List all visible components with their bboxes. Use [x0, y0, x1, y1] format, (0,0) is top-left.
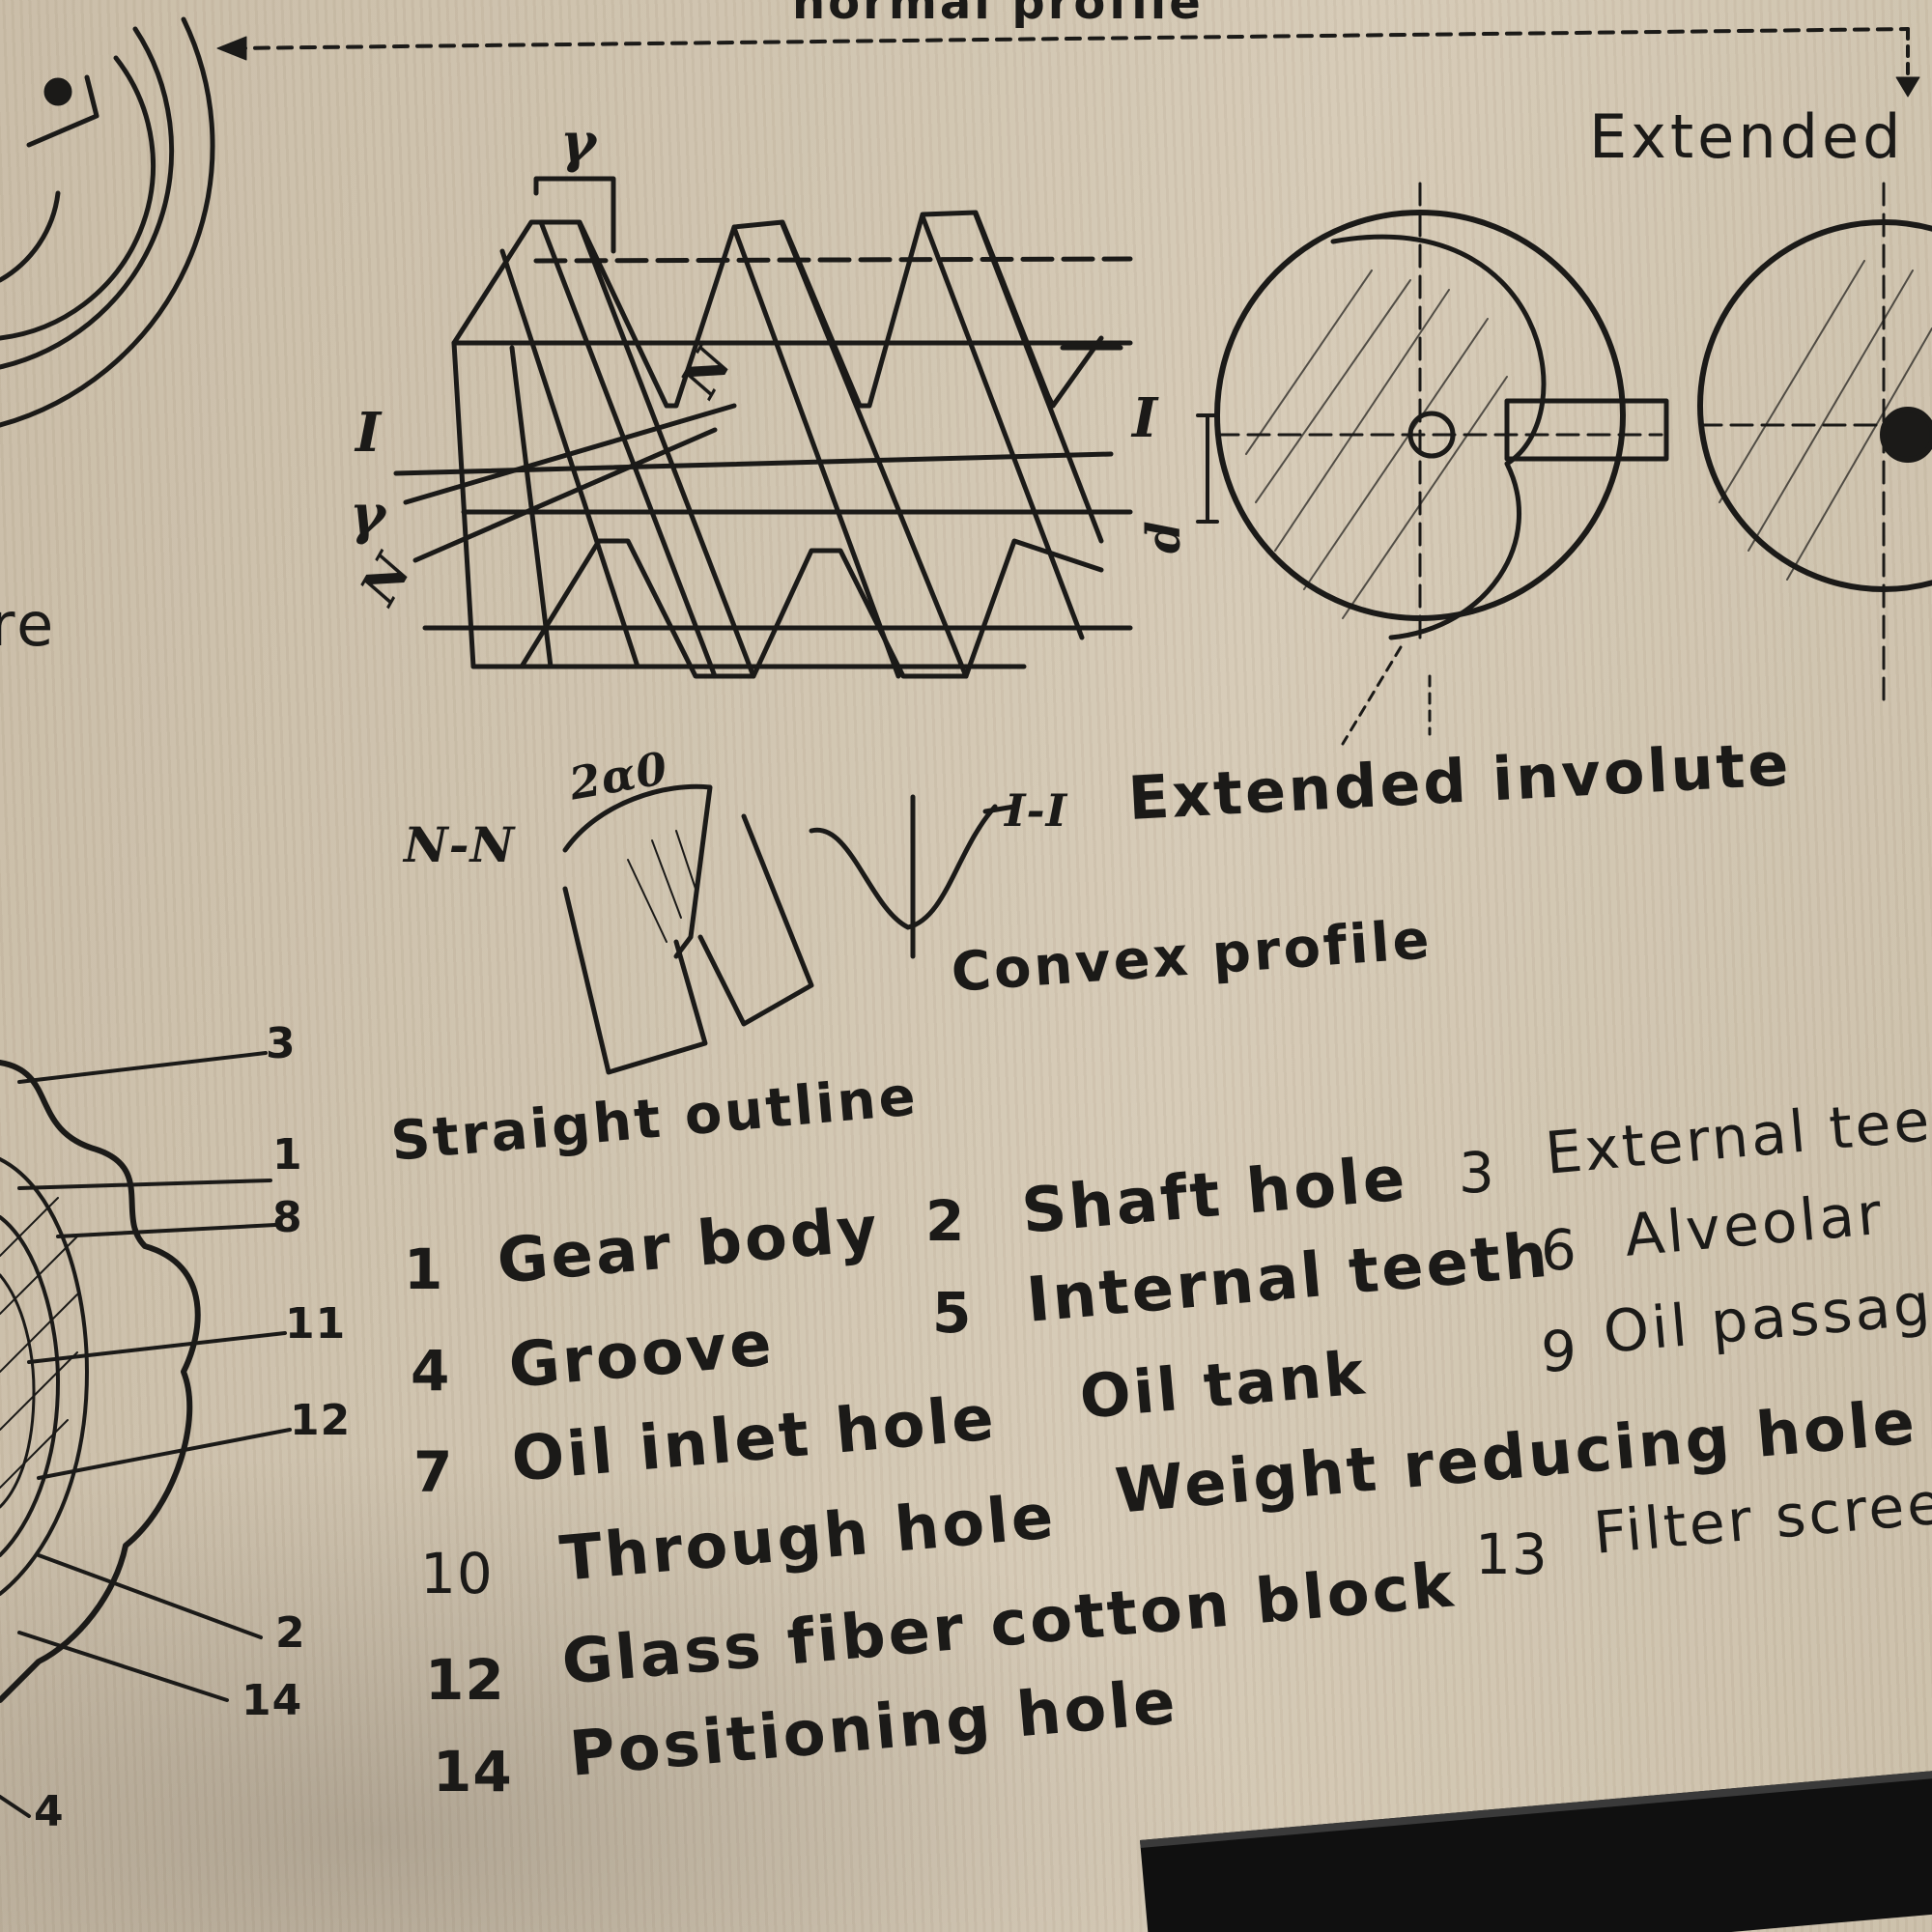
legend-number: 10 — [420, 1541, 494, 1606]
involute-cross-section — [1196, 182, 1669, 746]
gamma-top-label: γ — [560, 111, 597, 175]
section-n-n-label: N-N — [404, 816, 516, 873]
callout-14: 14 — [242, 1676, 303, 1725]
legend-number: 7 — [413, 1439, 454, 1505]
callout-2: 2 — [275, 1608, 306, 1658]
right-cross-section — [1697, 182, 1932, 707]
section-i-i-drawing — [809, 794, 1017, 959]
top-left-gear-drawing — [0, 16, 215, 428]
extended-heading: Extended i — [1589, 101, 1932, 172]
callout-12: 12 — [290, 1396, 352, 1445]
d-label: d — [1137, 520, 1191, 554]
callout-3: 3 — [266, 1019, 297, 1068]
section-n-n-drawing — [562, 783, 814, 1075]
callout-11: 11 — [285, 1299, 347, 1349]
legend-number: 4 — [411, 1338, 451, 1404]
legend-number: 2 — [925, 1188, 966, 1254]
legend-number: 6 — [1541, 1217, 1577, 1283]
legend-number: 12 — [425, 1647, 505, 1713]
worm-thread-drawing — [393, 176, 1133, 679]
left-edge-text: re — [0, 589, 57, 660]
gamma-left-label: γ — [350, 483, 386, 547]
shadow — [0, 1449, 1256, 1932]
i-right-label: I — [1132, 386, 1159, 450]
top-heading: normal profile — [792, 0, 1204, 30]
bottom-left-gear-drawing — [0, 1051, 292, 1818]
dashed-arrow-line — [216, 27, 1920, 98]
legend-number: 13 — [1475, 1521, 1548, 1587]
callout-4: 4 — [34, 1787, 65, 1836]
legend-number: 3 — [1459, 1140, 1495, 1206]
legend-number: 9 — [1541, 1319, 1577, 1384]
legend-number: 14 — [433, 1739, 513, 1804]
legend-number: 1 — [404, 1236, 444, 1302]
callout-8: 8 — [272, 1193, 303, 1242]
section-i-i-label: I-I — [1005, 784, 1068, 837]
legend-number: 5 — [932, 1280, 973, 1346]
i-left-label: I — [355, 401, 383, 465]
callout-1: 1 — [272, 1130, 303, 1179]
